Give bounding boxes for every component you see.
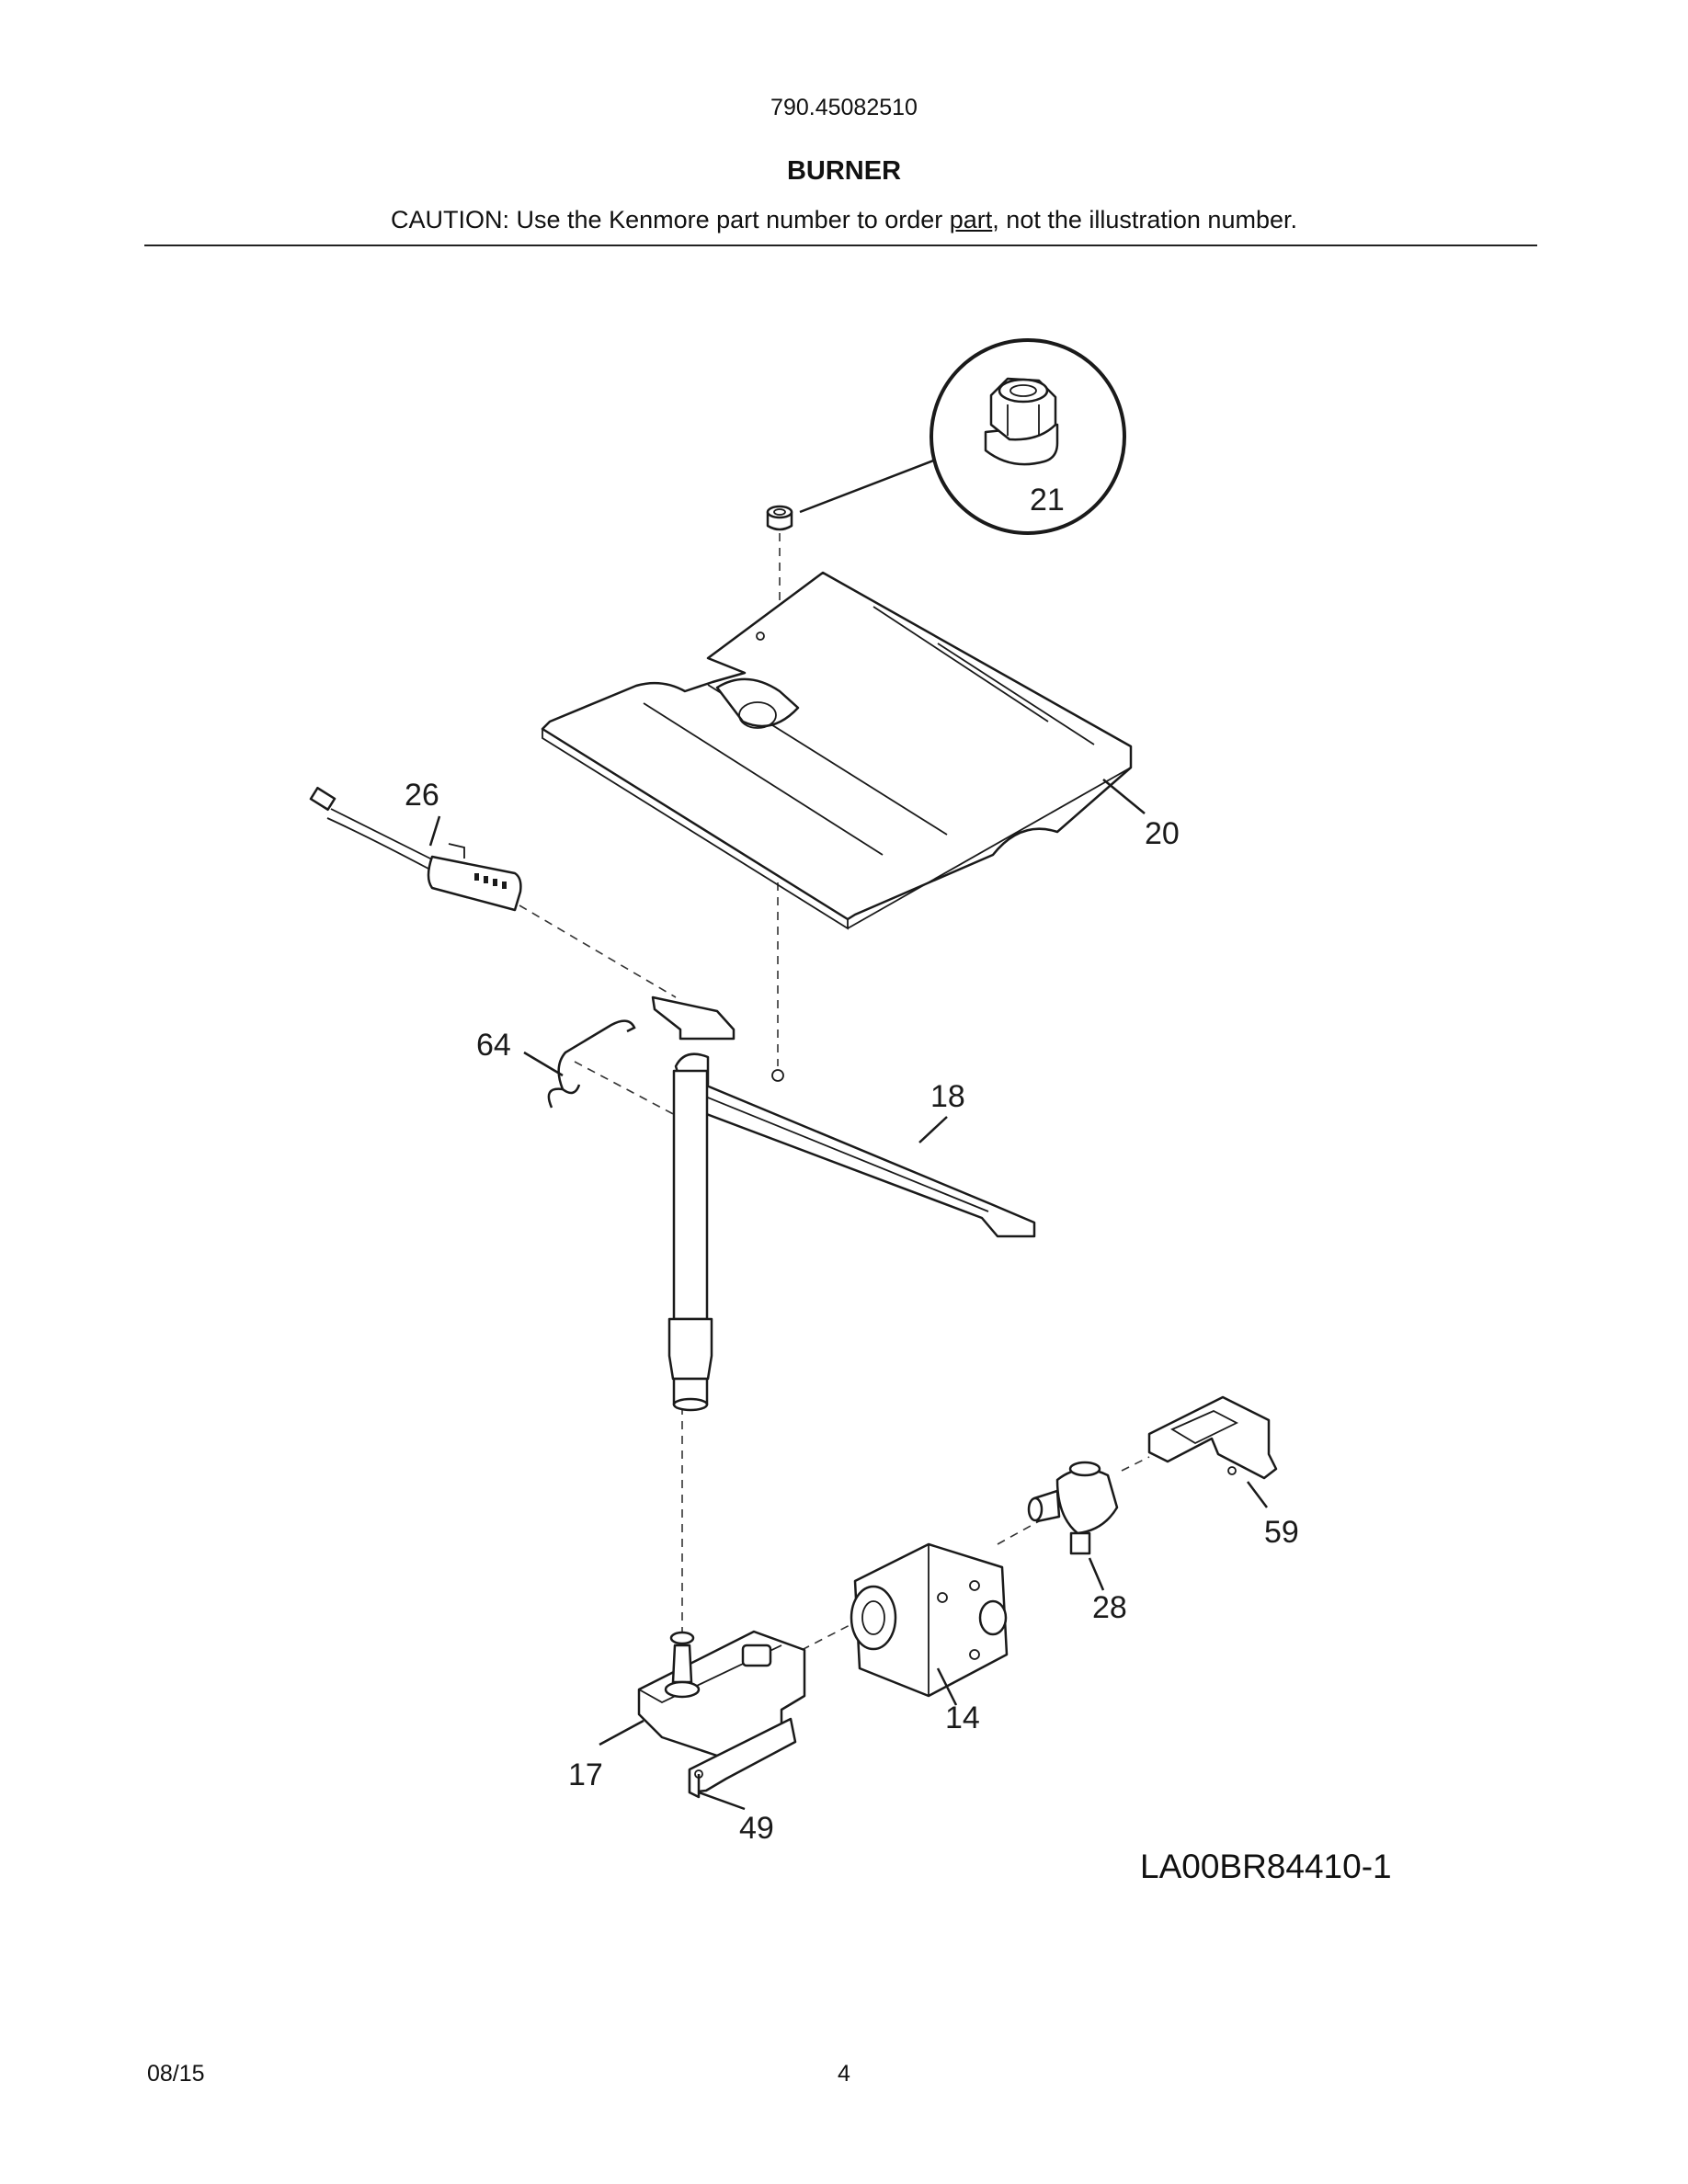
leader-18 xyxy=(918,1116,948,1143)
section-title: BURNER xyxy=(786,156,902,186)
part-17-safety-valve xyxy=(637,1630,806,1757)
alignment-line-igniter xyxy=(519,904,677,998)
leader-59 xyxy=(1247,1481,1268,1508)
caution-prefix: CAUTION: Use the Kenmore part number to … xyxy=(391,206,950,233)
alignment-line-regulator xyxy=(801,1621,856,1651)
alignment-line-clip xyxy=(574,1061,679,1118)
footer-date: 08/15 xyxy=(147,2061,205,2087)
leader-17 xyxy=(599,1719,644,1746)
part-14-regulator-valve xyxy=(850,1542,1009,1698)
leader-20 xyxy=(1102,779,1146,814)
part-number-labels: 21 20 26 64 18 59 28 14 17 49 xyxy=(405,483,1299,1846)
part-20-burner-baffle xyxy=(541,571,1133,930)
label-18: 18 xyxy=(930,1079,965,1114)
alignment-line-bracket xyxy=(1121,1456,1150,1472)
leader-14 xyxy=(936,1667,958,1706)
leader-26 xyxy=(428,815,441,847)
caution-suffix: , not the illustration number. xyxy=(992,206,1297,233)
alignment-line-orifice xyxy=(997,1520,1040,1545)
figure-id: LA00BR84410-1 xyxy=(1140,1848,1392,1885)
label-21: 21 xyxy=(1030,483,1065,518)
leader-64 xyxy=(523,1051,564,1077)
caution-note: CAUTION: Use the Kenmore part number to … xyxy=(0,206,1688,234)
part-59-bracket xyxy=(1147,1395,1278,1480)
label-26: 26 xyxy=(405,778,439,813)
header-rule xyxy=(144,245,1537,246)
part-26-igniter xyxy=(309,786,522,912)
model-number: 790.45082510 xyxy=(770,95,918,120)
part-28-orifice-fitting xyxy=(1027,1461,1119,1555)
part-64-wire-clip xyxy=(547,1019,636,1109)
label-59: 59 xyxy=(1264,1515,1299,1550)
part-18-burner-tube xyxy=(651,995,1036,1412)
leader-49 xyxy=(698,1791,746,1811)
label-28: 28 xyxy=(1092,1590,1127,1625)
label-14: 14 xyxy=(945,1701,980,1735)
label-49: 49 xyxy=(739,1811,774,1846)
label-17: 17 xyxy=(568,1757,603,1792)
label-64: 64 xyxy=(476,1028,511,1063)
leader-28 xyxy=(1088,1557,1105,1591)
alignment-lines xyxy=(519,533,1150,1651)
caution-underlined-word: part xyxy=(949,206,993,233)
page-number: 4 xyxy=(838,2061,850,2087)
part-49-valve-bracket xyxy=(688,1717,797,1799)
part-21-nut xyxy=(766,338,1126,535)
label-20: 20 xyxy=(1145,816,1180,851)
